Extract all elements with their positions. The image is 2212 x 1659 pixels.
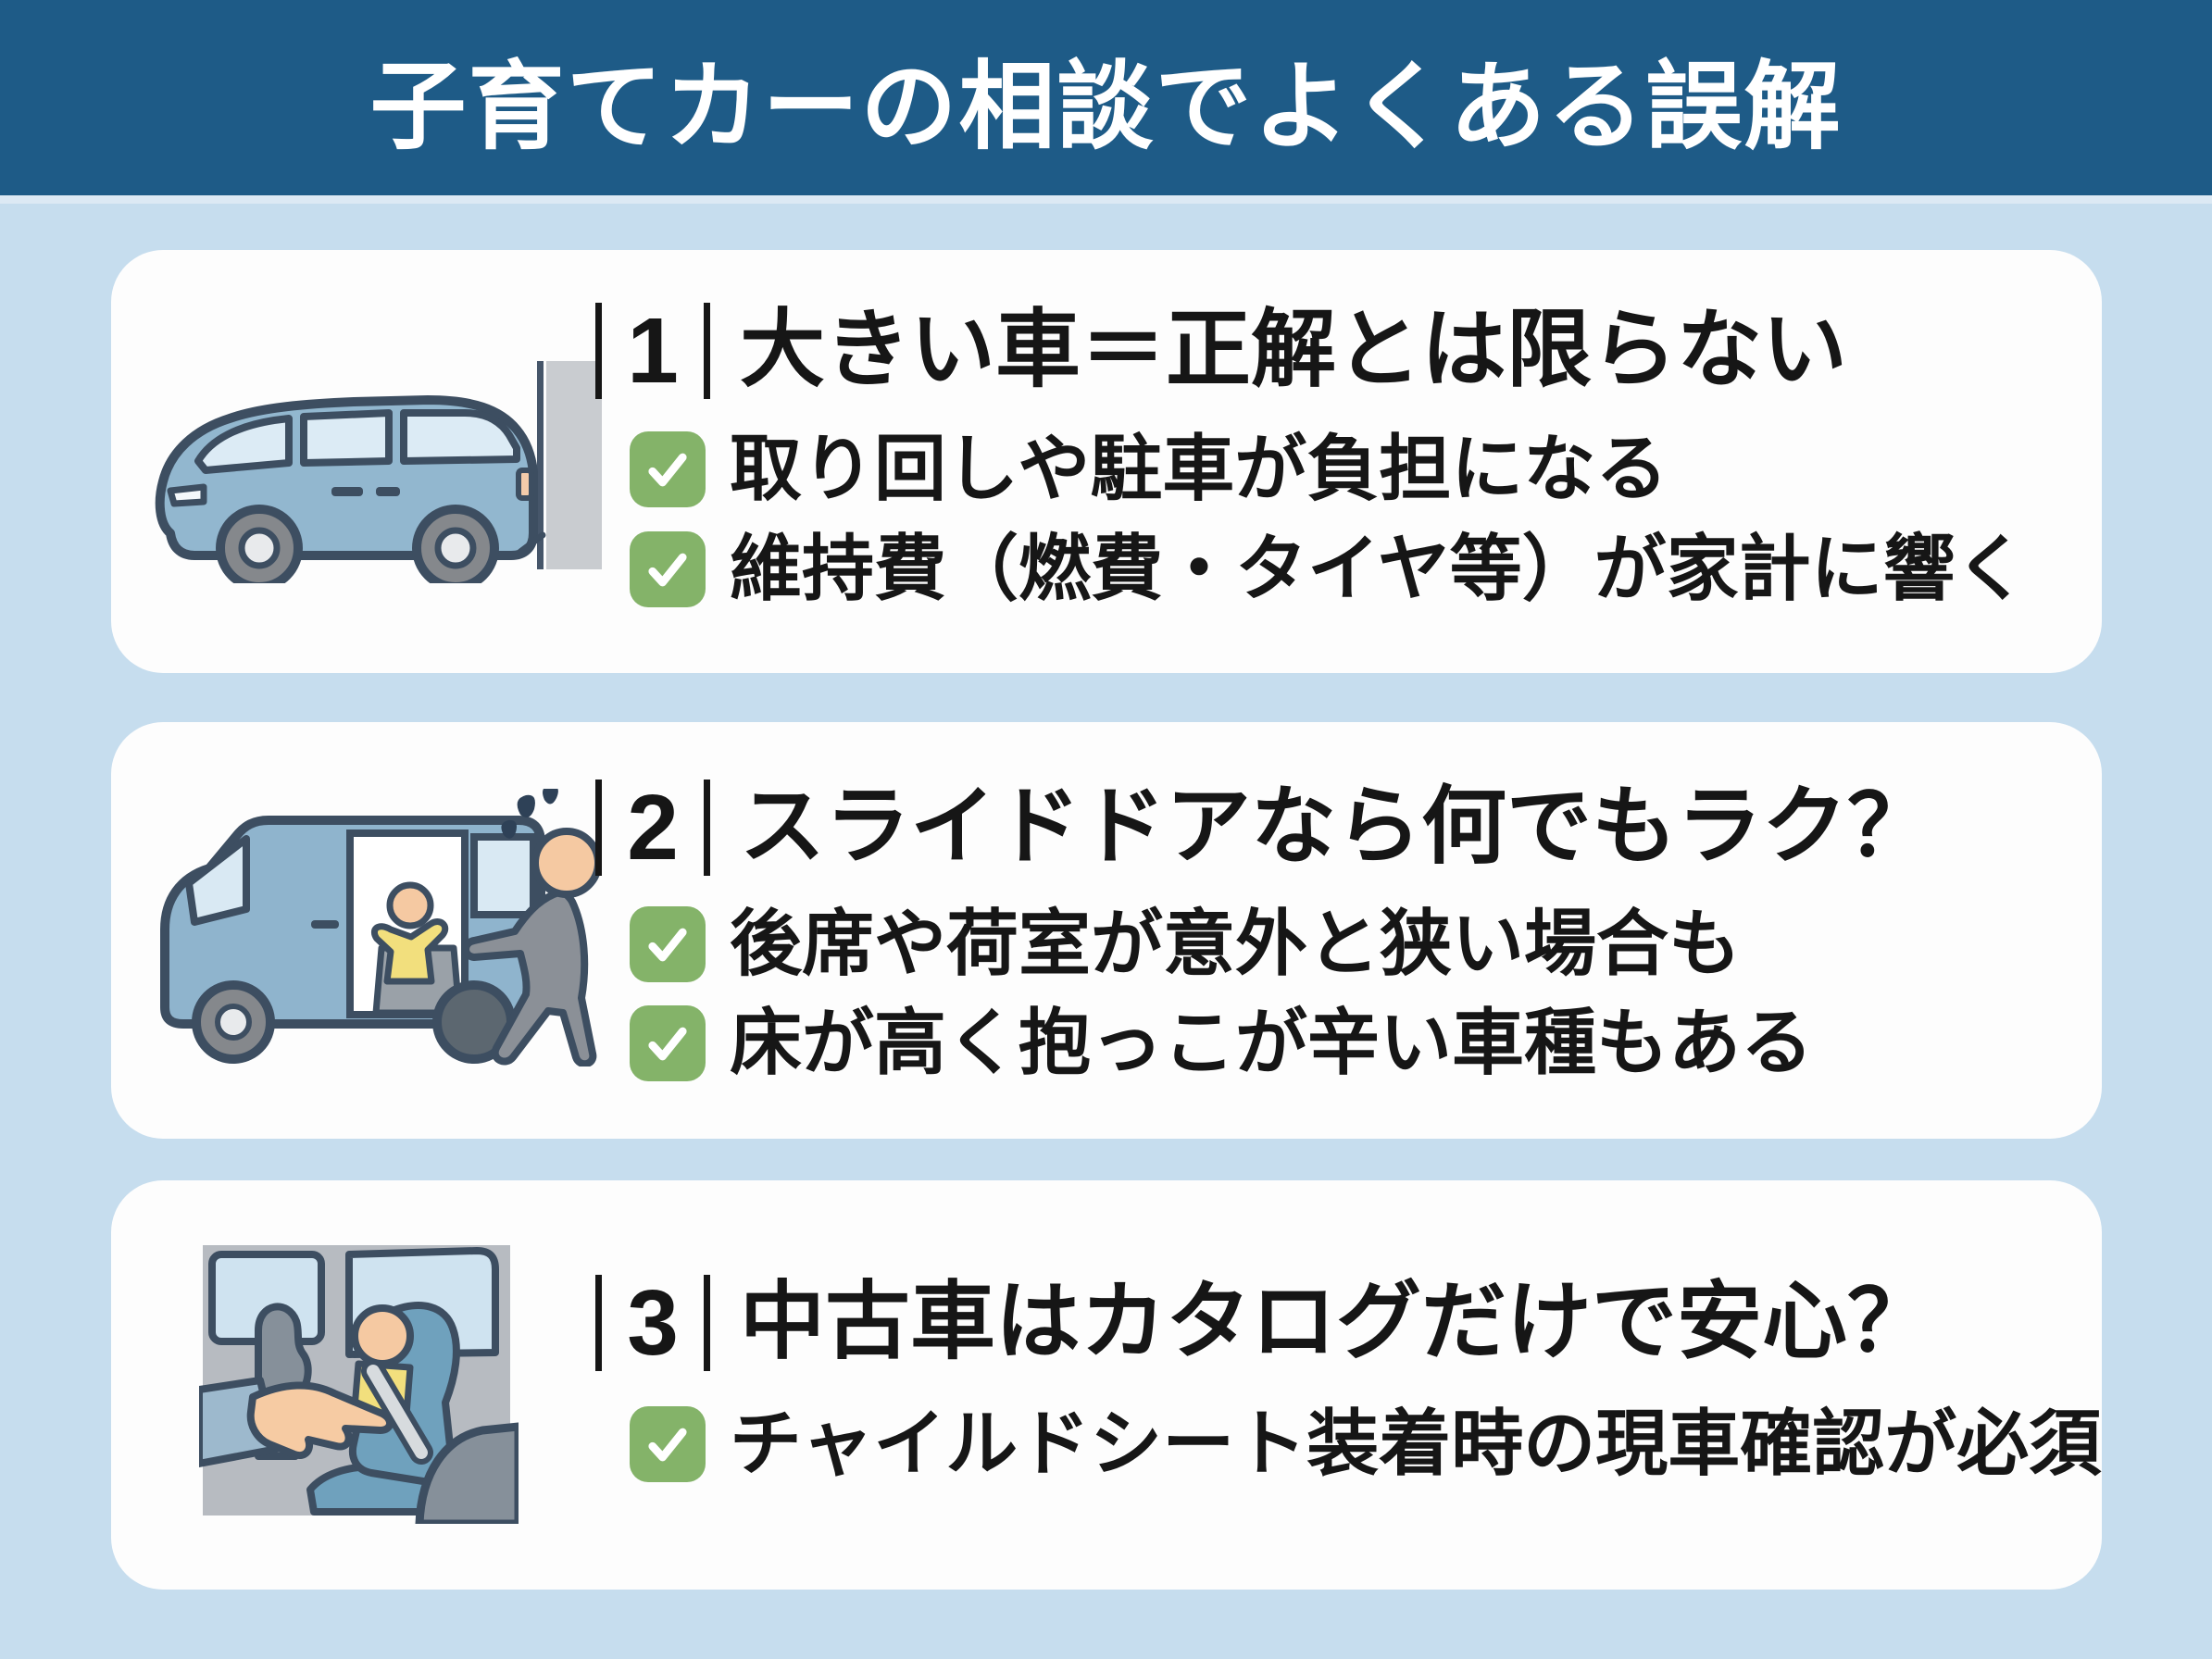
header-divider	[0, 195, 2212, 204]
card-title: 大きい車＝正解とは限らない	[740, 303, 1848, 398]
checkmark-icon	[630, 1005, 706, 1081]
number-right-bar	[704, 303, 710, 399]
card-title: スライドドアなら何でもラク？	[740, 780, 1933, 875]
card-title: 中古車はカタログだけで安心？	[740, 1275, 1933, 1370]
checklist-item: 床が高く抱っこが辛い車種もある	[630, 1004, 1813, 1082]
header-banner: 子育てカーの相談でよくある誤解	[0, 0, 2212, 195]
checklist-item: 取り回しや駐車が負担になる	[630, 430, 1668, 508]
checkmark-icon	[630, 531, 706, 607]
card-title-row: 2 スライドドアなら何でもラク？	[595, 776, 1932, 879]
card-number: 3	[627, 1271, 679, 1375]
checklist-item: 後席や荷室が意外と狭い場合も	[630, 905, 1741, 983]
page-title: 子育てカーの相談でよくある誤解	[369, 54, 1843, 161]
checkmark-icon	[630, 906, 706, 982]
number-left-bar	[595, 1275, 602, 1371]
sliding-door-van-parent-child-icon	[160, 789, 602, 1066]
card-title-row: 1 大きい車＝正解とは限らない	[595, 299, 1847, 403]
rear-seat-child-seat-hand-check-icon	[199, 1245, 519, 1524]
number-right-bar	[704, 1275, 710, 1371]
checklist-text: 床が高く抱っこが辛い車種もある	[730, 1002, 1814, 1084]
number-left-bar	[595, 780, 602, 876]
number-right-bar	[704, 780, 710, 876]
card-number: 2	[627, 776, 679, 879]
checkmark-icon	[630, 431, 706, 507]
checkmark-icon	[630, 1406, 706, 1482]
checklist-item: チャイルドシート装着時の現車確認が必須	[630, 1405, 2101, 1483]
checklist-text: 後席や荷室が意外と狭い場合も	[730, 903, 1742, 985]
number-left-bar	[595, 303, 602, 399]
card-number: 1	[627, 299, 679, 403]
misconception-card-1: 1 大きい車＝正解とは限らない 取り回しや駐車が負担になる 維持費（燃費・タイヤ…	[111, 250, 2102, 673]
checklist-item: 維持費（燃費・タイヤ等）が家計に響く	[630, 530, 2028, 608]
card-title-row: 3 中古車はカタログだけで安心？	[595, 1271, 1932, 1375]
checklist-text: 取り回しや駐車が負担になる	[730, 428, 1668, 510]
misconception-card-2: 2 スライドドアなら何でもラク？ 後席や荷室が意外と狭い場合も 床が高く抱っこが…	[111, 722, 2102, 1139]
misconception-card-3: 3 中古車はカタログだけで安心？ チャイルドシート装着時の現車確認が必須	[111, 1180, 2102, 1590]
checklist-text: 維持費（燃費・タイヤ等）が家計に響く	[730, 528, 2028, 610]
checklist-text: チャイルドシート装着時の現車確認が必須	[730, 1403, 2102, 1485]
minivan-near-wall-icon	[155, 361, 602, 583]
